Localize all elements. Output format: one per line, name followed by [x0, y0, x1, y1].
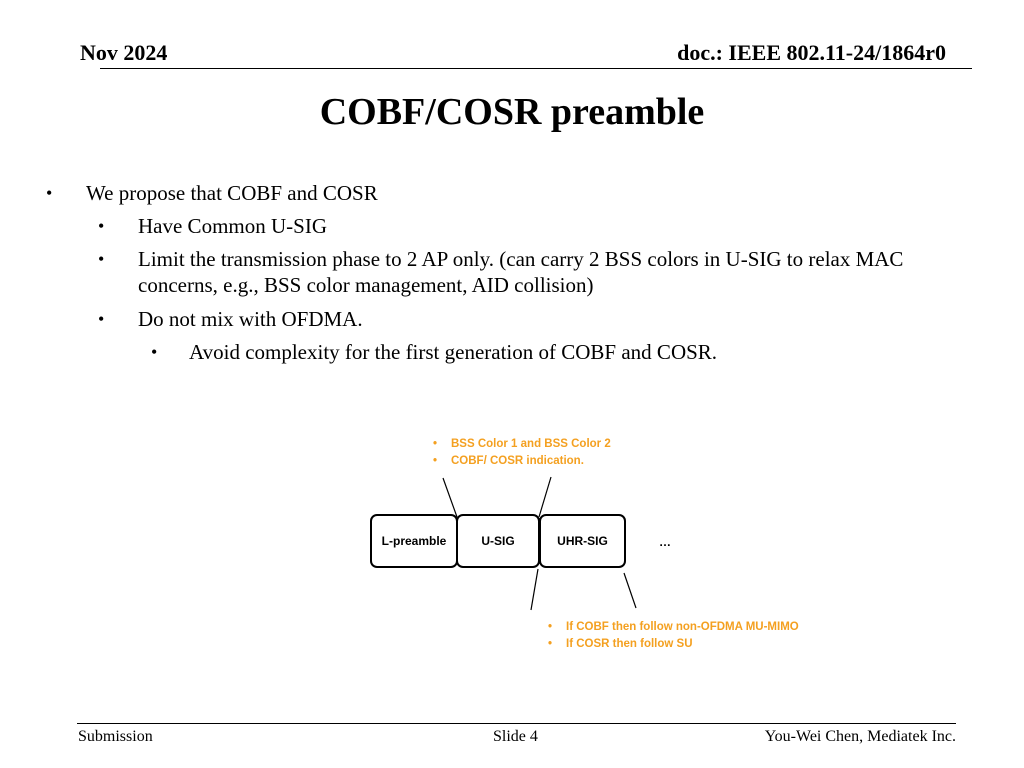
bullet-main: • We propose that COBF and COSR: [46, 180, 378, 206]
note-bullet-icon: •: [433, 455, 438, 467]
footer-author: You-Wei Chen, Mediatek Inc.: [764, 728, 956, 745]
footer-slide-number: Slide 4: [493, 728, 538, 745]
bullet-sub-3-1: • Avoid complexity for the first generat…: [151, 339, 718, 365]
top-annotation-1: BSS Color 1 and BSS Color 2: [451, 438, 611, 450]
bullet-dot-icon: •: [98, 249, 105, 269]
connector-line: [442, 477, 458, 518]
note-bullet-icon: •: [548, 621, 553, 633]
top-annotation: • BSS Color 1 and BSS Color 2 • COBF/ COSR…: [433, 436, 611, 470]
note-bullet-icon: •: [433, 438, 438, 450]
connector-line: [538, 476, 552, 518]
bullet-dot-icon: •: [46, 183, 53, 203]
header-doc-id: doc.: IEEE 802.11-24/1864r0: [677, 40, 946, 65]
bullet-sub-3: • Do not mix with OFDMA.: [98, 306, 988, 332]
bullet-sub-1-text: Have Common U-SIG: [138, 214, 327, 238]
note-bullet-icon: •: [548, 638, 553, 650]
bullet-sub-1: • Have Common U-SIG: [98, 213, 988, 239]
footer-divider: [77, 723, 956, 724]
connector-line: [623, 572, 637, 609]
bullet-sub-2-line-2: concerns, e.g., BSS color management, AI…: [138, 273, 594, 297]
field-l-preamble: L-preamble: [370, 514, 458, 568]
header-date: Nov 2024: [80, 40, 168, 65]
bullet-main-text: We propose that COBF and COSR: [86, 181, 378, 205]
bottom-annotation-1: If COBF then follow non-OFDMA MU-MIMO: [566, 621, 799, 633]
bullet-sub-2-line-1: Limit the transmission phase to 2 AP onl…: [138, 247, 904, 271]
bullet-sub-2: • Limit the transmission phase to 2 AP o…: [98, 246, 988, 298]
connector-line: [530, 568, 539, 611]
bullet-sub-3-text: Do not mix with OFDMA.: [138, 307, 363, 331]
bullet-dot-icon: •: [151, 342, 158, 362]
field-u-sig: U-SIG: [456, 514, 540, 568]
top-annotation-2: COBF/ COSR indication.: [451, 455, 584, 467]
footer-submission: Submission: [78, 728, 153, 745]
header-divider: [100, 68, 972, 69]
bottom-annotation-2: If COSR then follow SU: [566, 638, 693, 650]
bottom-annotation: • If COBF then follow non-OFDMA MU-MIMO •…: [548, 619, 799, 653]
bullet-dot-icon: •: [98, 309, 105, 329]
bullet-sub-3-1-text: Avoid complexity for the first generatio…: [189, 340, 718, 364]
bullet-dot-icon: •: [98, 216, 105, 236]
slide-title: COBF/COSR preamble: [319, 91, 705, 133]
field-ellipsis: …: [659, 535, 671, 549]
field-uhr-sig: UHR-SIG: [539, 514, 626, 568]
